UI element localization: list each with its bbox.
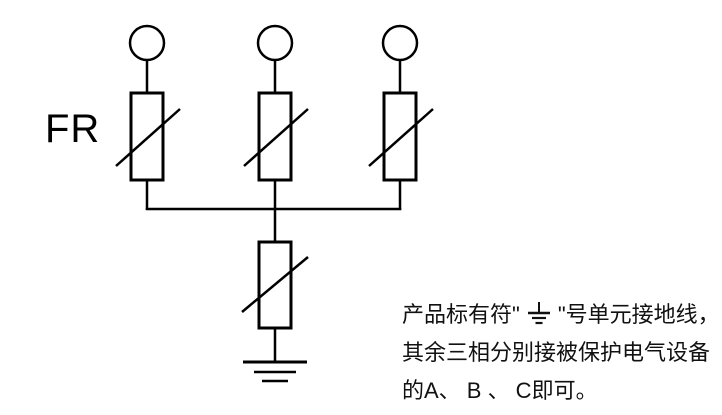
device-label-fr: FR: [45, 107, 101, 151]
note-line1-prefix: 产品标有符": [402, 302, 520, 327]
phase-column-3: [368, 24, 434, 210]
phase-column-2: [243, 24, 309, 182]
inline-ground-icon: [527, 302, 550, 325]
note-line-2: 其余三相分别接被保护电气设备: [402, 340, 711, 365]
phase-column-1: [115, 24, 181, 210]
note-line1-suffix: "号单元接地线，: [557, 302, 720, 327]
terminal-circle: [256, 24, 294, 62]
terminal-circle: [381, 24, 419, 62]
varistor-body: [382, 91, 418, 182]
note-line-1: 产品标有符" "号单元接地线，: [402, 296, 720, 334]
varistor-body: [129, 91, 165, 182]
terminal-circle: [128, 24, 166, 62]
varistor-diagonal: [368, 108, 434, 167]
varistor-diagonal: [243, 108, 309, 167]
earth-ground-symbol: [243, 360, 307, 383]
note-line-3: 的A、 B 、 C即可。: [402, 378, 598, 403]
varistor-diagonal: [241, 256, 309, 313]
annotation-note: 产品标有符" "号单元接地线， 其余三相分别接被保护电气设备 的A、 B 、 C即…: [402, 296, 720, 410]
ground-arrester: [241, 240, 309, 362]
varistor-diagonal: [115, 108, 181, 167]
varistor-body: [257, 91, 293, 182]
